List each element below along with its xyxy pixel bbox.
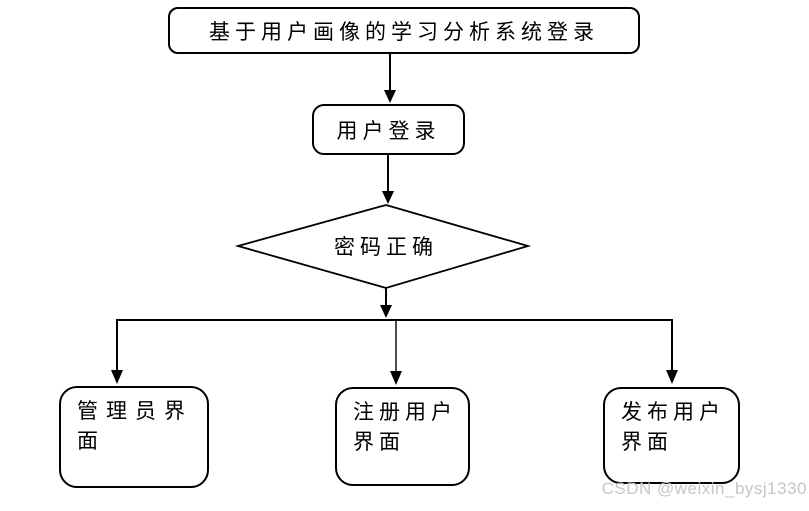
node-publish-interface: 发布用户 界面 bbox=[603, 387, 740, 484]
node-publish-interface-line1: 发布用户 bbox=[621, 400, 725, 424]
node-publish-interface-line2: 界面 bbox=[621, 430, 673, 454]
node-register-interface-line1: 注册用户 bbox=[353, 400, 457, 424]
node-system-login-title: 基于用户画像的学习分析系统登录 bbox=[168, 7, 640, 54]
arrow-bar-to-register bbox=[390, 320, 402, 385]
arrow-title-to-login bbox=[384, 54, 396, 103]
arrow-login-to-decision bbox=[382, 155, 394, 204]
arrow-decision-to-bar bbox=[380, 288, 392, 318]
node-admin-interface-line1: 管理员界 bbox=[77, 399, 193, 423]
decision-password-correct-label: 密码正确 bbox=[334, 235, 438, 259]
node-admin-interface: 管理员界 面 bbox=[59, 386, 209, 488]
arrow-bar-to-admin bbox=[111, 319, 123, 384]
node-register-interface-line2: 界面 bbox=[353, 430, 405, 454]
node-admin-interface-line2: 面 bbox=[77, 429, 103, 453]
node-user-login: 用户登录 bbox=[312, 104, 465, 155]
node-register-interface: 注册用户 界面 bbox=[335, 387, 470, 486]
arrow-bar-to-publish bbox=[666, 320, 678, 384]
csdn-watermark: CSDN @weixin_bysj1330 bbox=[601, 479, 807, 498]
